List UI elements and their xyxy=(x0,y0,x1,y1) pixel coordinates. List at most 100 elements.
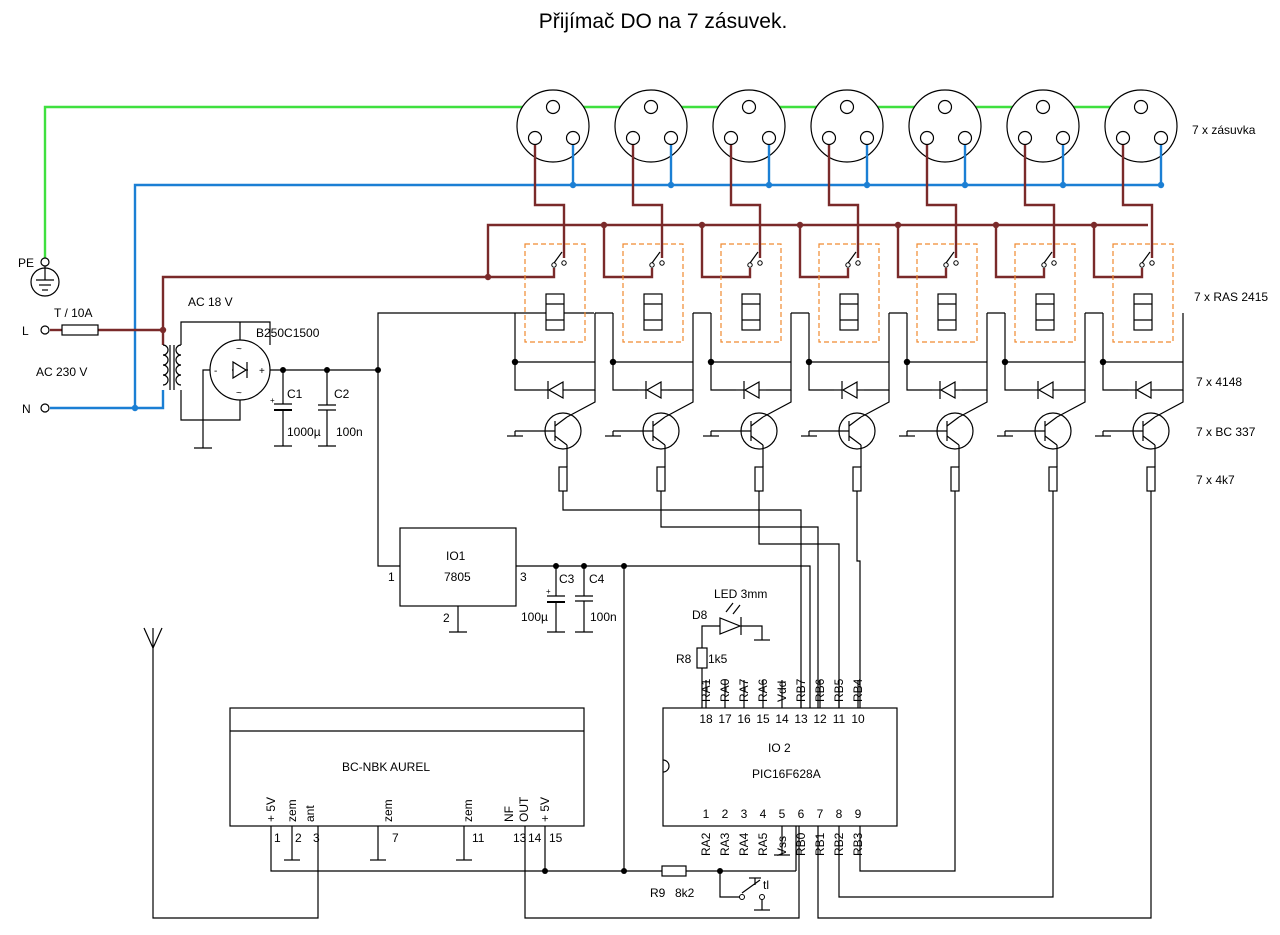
io2-top-pin-num-6: 13 xyxy=(794,712,808,726)
io2-bottom-pin-num-9: 9 xyxy=(855,807,862,821)
diode-6 xyxy=(1037,380,1054,400)
io2-top-pin-num-5: 14 xyxy=(775,712,789,726)
io1-pin-in: 1 xyxy=(388,570,395,584)
l-label: L xyxy=(22,324,29,338)
r9-ref: R9 xyxy=(650,886,666,900)
relays-label: 7 x RAS 2415 xyxy=(1194,290,1268,304)
svg-text:+: + xyxy=(546,587,551,596)
led-name: LED 3mm xyxy=(714,587,767,601)
io2-top-pin-name-1: RA1 xyxy=(699,678,713,702)
channel-7 xyxy=(817,89,1184,919)
channel-2 xyxy=(595,89,819,708)
io1-pin-gnd: 2 xyxy=(443,611,450,625)
c1-value: 1000µ xyxy=(287,425,321,439)
io2-top-pin-name-7: RB6 xyxy=(813,678,827,702)
svg-text:-: - xyxy=(214,366,217,377)
button-label: tl xyxy=(763,878,769,892)
receiver-name: BC-NBK AUREL xyxy=(342,760,430,774)
io1-pin-out: 3 xyxy=(520,570,527,584)
resistor-3 xyxy=(754,466,764,492)
receiver-pin-name-7: OUT xyxy=(517,796,531,822)
svg-text:+: + xyxy=(259,366,265,377)
transistors-label: 7 x BC 337 xyxy=(1196,425,1256,439)
c1-ref: C1 xyxy=(287,387,303,401)
relay-6 xyxy=(1014,243,1076,343)
io2-part: PIC16F628A xyxy=(752,767,821,781)
channels xyxy=(507,89,1184,919)
receiver-pin-num-7: 14 xyxy=(528,831,542,845)
io2-bottom-pin-name-9: RB3 xyxy=(851,832,865,856)
io2-top-pin-num-9: 10 xyxy=(851,712,865,726)
receiver-pin-num-5: 11 xyxy=(472,831,485,845)
io2-top-pin-name-4: RA6 xyxy=(756,678,770,702)
relay-7 xyxy=(1112,243,1174,343)
diode-3 xyxy=(743,380,760,400)
diodes-label: 7 x 4148 xyxy=(1196,375,1242,389)
io2-top-pin-num-7: 12 xyxy=(813,712,827,726)
io2-bottom-pin-num-6: 6 xyxy=(798,807,805,821)
channel-3 xyxy=(693,89,840,708)
diode-2 xyxy=(645,380,662,400)
receiver-pin-name-3: ant xyxy=(303,805,317,822)
transformer-label: AC 18 V xyxy=(188,295,233,309)
c2-ref: C2 xyxy=(334,387,350,401)
n-label: N xyxy=(22,402,31,416)
io2-top-pin-name-9: RB4 xyxy=(851,678,865,702)
mains-voltage-label: AC 230 V xyxy=(36,365,87,379)
io2-top-pin-num-1: 18 xyxy=(699,712,713,726)
svg-text:+: + xyxy=(270,396,275,405)
led-d8 xyxy=(696,602,770,708)
receiver-pin-num-8: 15 xyxy=(549,831,563,845)
io2-bottom-pin-num-4: 4 xyxy=(760,807,767,821)
relay-5 xyxy=(916,243,978,343)
io2-bottom-pin-num-5: 5 xyxy=(779,807,786,821)
svg-text:~: ~ xyxy=(236,388,242,399)
io2-bottom-pin-name-4: RA5 xyxy=(756,832,770,856)
io2-top-pin-name-6: RB7 xyxy=(794,678,808,702)
receiver-pin-name-1: + 5V xyxy=(264,797,278,822)
diode-7 xyxy=(1135,380,1152,400)
io2-bottom-pin-name-3: RA4 xyxy=(737,832,751,856)
resistor-7 xyxy=(1146,466,1156,492)
io1-part: 7805 xyxy=(444,570,471,584)
receiver-pin-name-4: zem xyxy=(381,799,395,822)
channel-6 xyxy=(838,89,1086,898)
receiver-pin-name-8: + 5V xyxy=(538,797,552,822)
io2-bottom-pin-name-5: Vss xyxy=(775,836,789,856)
mains-wiring xyxy=(30,105,1163,413)
r8-ref: R8 xyxy=(676,652,692,666)
c2-value: 100n xyxy=(336,425,363,439)
receiver-pin-name-6: NF xyxy=(502,806,516,822)
resistor-1 xyxy=(558,466,568,492)
io2-top-pin-name-3: RA7 xyxy=(737,678,751,702)
io2-bottom-pin-name-1: RA2 xyxy=(699,832,713,856)
io2-bottom-pin-name-6: RB0 xyxy=(794,832,808,856)
io2-bottom-pin-name-7: RB1 xyxy=(813,832,827,856)
channel-5 xyxy=(859,89,988,872)
channel-4 xyxy=(791,89,890,708)
bridge-label: B250C1500 xyxy=(256,326,320,340)
fuse-label: T / 10A xyxy=(54,306,92,320)
diode-4 xyxy=(841,380,858,400)
io2-ref: IO 2 xyxy=(768,741,791,755)
io2-top-pin-name-5: Vdd xyxy=(775,681,789,702)
io2-pic: RA118RA017RA716RA615Vdd14RB713RB612RB511… xyxy=(662,678,898,856)
c4-value: 100n xyxy=(590,610,617,624)
receiver-pin-num-3: 3 xyxy=(313,831,320,845)
receiver-pin-num-2: 2 xyxy=(295,831,302,845)
receiver-pin-num-4: 7 xyxy=(392,831,399,845)
c4-ref: C4 xyxy=(589,572,605,586)
relay-1 xyxy=(524,243,586,343)
io2-bottom-pin-num-3: 3 xyxy=(741,807,748,821)
relay-4 xyxy=(818,243,880,343)
resistor-4 xyxy=(852,466,862,492)
diode-5 xyxy=(939,380,956,400)
power-supply: ~ ~ - + + xyxy=(162,312,594,567)
pe-label: PE xyxy=(18,256,34,270)
io2-bottom-pin-num-8: 8 xyxy=(836,807,843,821)
io1-ref: IO1 xyxy=(446,549,466,563)
resistor-2 xyxy=(656,466,666,492)
resistor-6 xyxy=(1048,466,1058,492)
relay-3 xyxy=(720,243,782,343)
